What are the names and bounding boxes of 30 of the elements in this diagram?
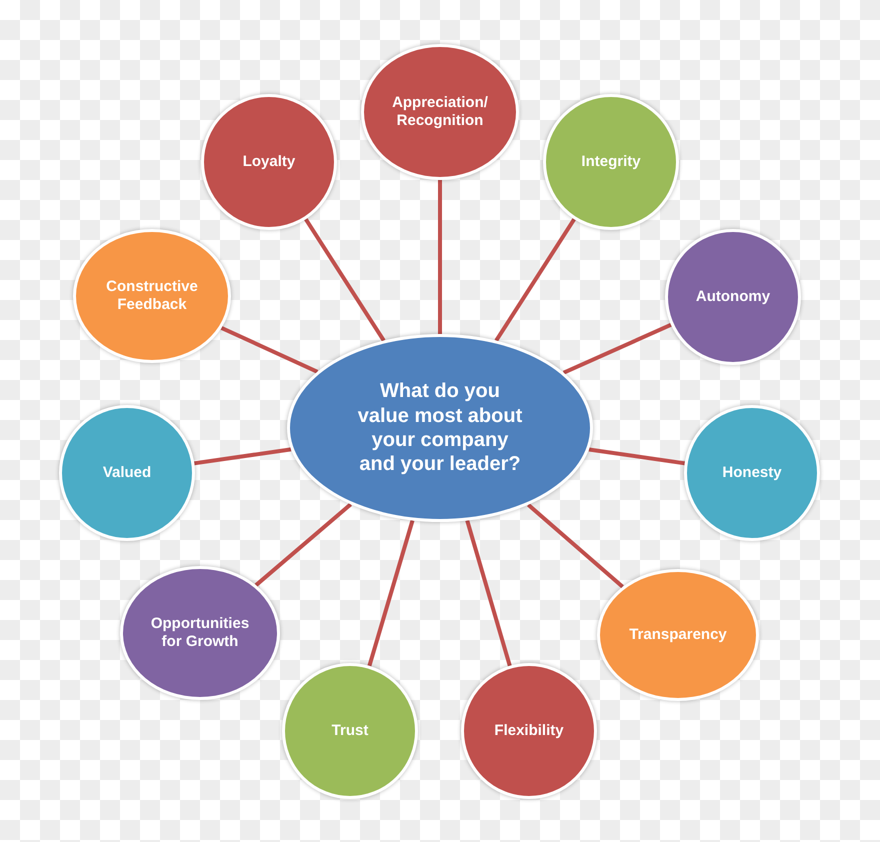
- topic-circle: [597, 569, 759, 701]
- connector-line: [527, 503, 624, 588]
- connector-line: [494, 218, 576, 342]
- node-label: Flexibility: [494, 722, 564, 740]
- node-label: Trust: [332, 722, 368, 740]
- node-label: Transparency: [629, 626, 727, 644]
- node-label: Honesty: [722, 464, 782, 482]
- node-label: Integrity: [581, 152, 641, 172]
- connector-line: [465, 520, 512, 666]
- connector-line: [254, 502, 352, 587]
- node-label: What do you value most about your company and your leader?: [356, 379, 524, 477]
- topic-circle: [120, 566, 280, 700]
- node-label: Loyalty: [242, 152, 296, 172]
- node-label: Constructive Feedback: [105, 278, 199, 314]
- node-label: Opportunities for Growth: [150, 614, 250, 652]
- topic-circle: [543, 94, 679, 230]
- connector-line: [194, 447, 292, 466]
- connector-line: [220, 326, 318, 374]
- connector-line: [304, 218, 386, 342]
- topic-circle: [461, 663, 597, 799]
- connector-line: [588, 448, 685, 466]
- connector-line: [562, 322, 672, 375]
- topic-circle: [361, 44, 519, 180]
- node-label: Autonomy: [696, 288, 770, 306]
- topic-circle: [201, 94, 337, 230]
- node-label: Valued: [102, 464, 152, 482]
- connector-line: [438, 180, 442, 334]
- topic-circle: [282, 663, 418, 799]
- node-label: Appreciation/ Recognition: [391, 94, 489, 130]
- connector-line: [367, 520, 414, 666]
